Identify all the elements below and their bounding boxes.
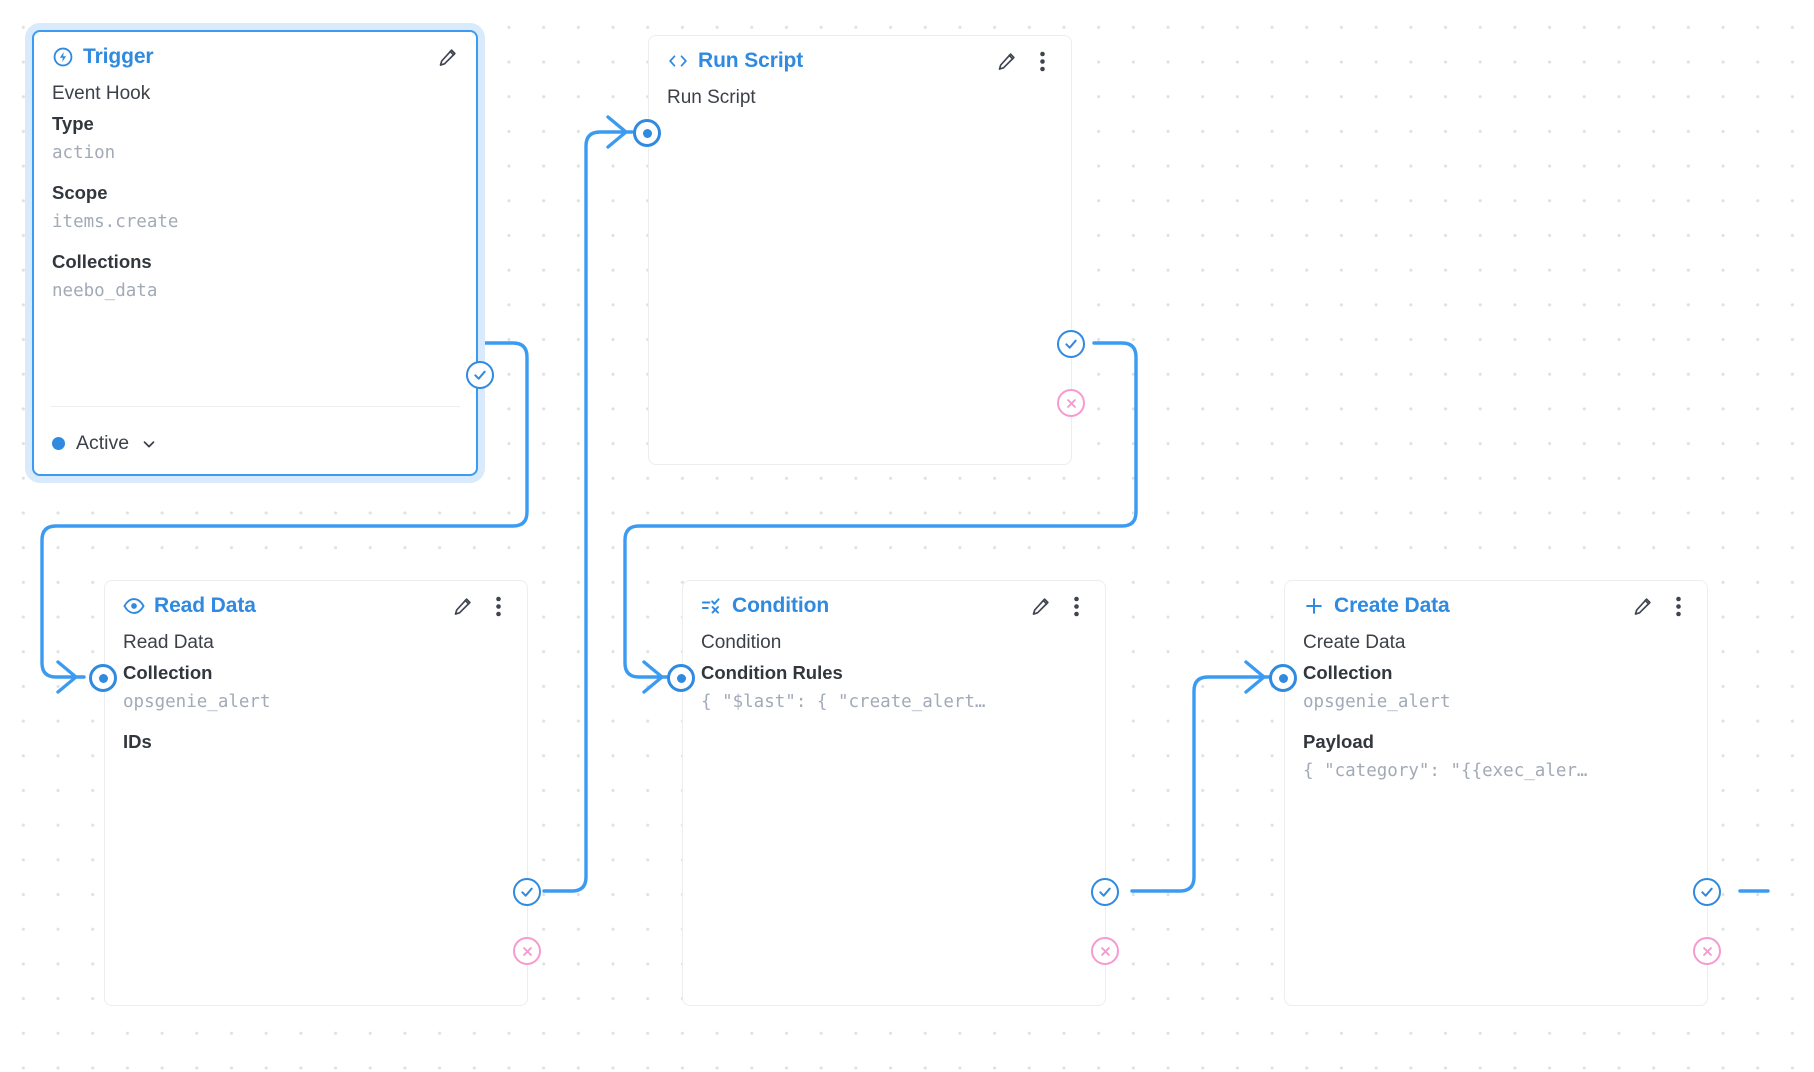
- trigger-title-group: Trigger: [52, 45, 154, 69]
- node-condition[interactable]: Condition Condition Condition Rules: [667, 580, 1119, 1006]
- more-vertical-icon[interactable]: [1031, 50, 1053, 72]
- run-script-success-port[interactable]: [1057, 330, 1085, 358]
- run-script-input-port[interactable]: [633, 119, 661, 147]
- node-trigger[interactable]: Trigger Event Hook Type action Scope ite…: [32, 30, 494, 476]
- condition-title-label: Condition: [732, 594, 830, 617]
- trigger-title-label: Trigger: [83, 45, 154, 68]
- trigger-field-type-value: action: [52, 143, 116, 163]
- more-vertical-icon[interactable]: [1065, 595, 1087, 617]
- trigger-success-port[interactable]: [466, 361, 494, 389]
- more-vertical-icon[interactable]: [487, 595, 509, 617]
- create-data-row-name: Create Data: [1303, 632, 1406, 653]
- trigger-field-collections-value: neebo_data: [52, 281, 158, 301]
- create-data-title-label: Create Data: [1334, 594, 1450, 617]
- condition-header: Condition: [683, 581, 1105, 618]
- pencil-icon[interactable]: [1631, 595, 1653, 617]
- trigger-field-collections-label: Collections: [52, 251, 152, 272]
- trigger-field-scope-label: Scope: [52, 182, 108, 203]
- read-data-field-collection-value: opsgenie_alert: [123, 692, 271, 712]
- edge-condition-to-create-data: [1130, 675, 1272, 893]
- bolt-circle-icon: [52, 46, 74, 68]
- read-data-body: Read Data Collection opsgenie_alert IDs: [105, 615, 527, 757]
- run-script-body: Run Script: [649, 70, 1071, 113]
- condition-header-actions: [1029, 595, 1087, 617]
- pencil-icon[interactable]: [995, 50, 1017, 72]
- run-script-header-actions: [995, 50, 1053, 72]
- arrowhead-read-data-input: [56, 660, 78, 694]
- create-data-field-payload-label: Payload: [1303, 731, 1374, 752]
- condition-input-port[interactable]: [667, 664, 695, 692]
- create-data-header: Create Data: [1285, 581, 1707, 618]
- run-script-error-port[interactable]: [1057, 389, 1085, 417]
- read-data-field-collection-label: Collection: [123, 662, 213, 683]
- read-data-row-name: Read Data: [123, 632, 214, 653]
- condition-icon: [701, 595, 723, 617]
- read-data-title-group: Read Data: [123, 594, 256, 618]
- read-data-header: Read Data: [105, 581, 527, 618]
- edge-read-data-to-run-script: [542, 130, 634, 893]
- create-data-error-port[interactable]: [1693, 937, 1721, 965]
- run-script-header: Run Script: [649, 36, 1071, 73]
- create-data-title-group: Create Data: [1303, 594, 1450, 618]
- condition-row-name: Condition: [701, 632, 782, 653]
- arrowhead-create-data-input: [1244, 660, 1266, 694]
- read-data-header-actions: [451, 595, 509, 617]
- status-badge: Active: [76, 432, 130, 454]
- pencil-icon[interactable]: [1029, 595, 1051, 617]
- trigger-body: Event Hook Type action Scope items.creat…: [34, 66, 476, 306]
- condition-field-rules-label: Condition Rules: [701, 662, 843, 683]
- trigger-status-row[interactable]: Active: [52, 432, 158, 455]
- node-read-data[interactable]: Read Data Read Data Collection o: [89, 580, 541, 1006]
- create-data-success-port[interactable]: [1693, 878, 1721, 906]
- condition-success-port[interactable]: [1091, 878, 1119, 906]
- pencil-icon[interactable]: [436, 46, 458, 68]
- create-data-field-collection-label: Collection: [1303, 662, 1393, 683]
- condition-field-rules-value: { "$last": { "create_alert…: [701, 692, 986, 712]
- condition-body: Condition Condition Rules { "$last": { "…: [683, 615, 1105, 717]
- status-dot-icon: [52, 437, 65, 450]
- run-script-title-label: Run Script: [698, 49, 804, 72]
- condition-title-group: Condition: [701, 594, 829, 618]
- pencil-icon[interactable]: [451, 595, 473, 617]
- read-data-field-ids-label: IDs: [123, 731, 152, 752]
- create-data-field-collection-value: opsgenie_alert: [1303, 692, 1451, 712]
- more-vertical-icon[interactable]: [1667, 595, 1689, 617]
- arrowhead-run-script-input: [606, 115, 628, 149]
- arrowhead-condition-input: [642, 660, 664, 694]
- read-data-title-label: Read Data: [154, 594, 256, 617]
- run-script-title-group: Run Script: [667, 49, 803, 73]
- trigger-field-scope-value: items.create: [52, 212, 179, 232]
- node-create-data[interactable]: Create Data Create Data Collection: [1269, 580, 1721, 1006]
- node-run-script[interactable]: Run Script Run Script: [633, 35, 1085, 465]
- read-data-input-port[interactable]: [89, 664, 117, 692]
- read-data-error-port[interactable]: [513, 937, 541, 965]
- trigger-header-actions: [436, 46, 458, 68]
- create-data-input-port[interactable]: [1269, 664, 1297, 692]
- plus-icon: [1303, 595, 1325, 617]
- create-data-field-payload-value: { "category": "{{exec_aler…: [1303, 761, 1588, 781]
- trigger-row-name: Event Hook: [52, 83, 151, 104]
- run-script-row-name: Run Script: [667, 87, 756, 108]
- trigger-divider: [50, 406, 460, 407]
- read-data-success-port[interactable]: [513, 878, 541, 906]
- chevron-down-icon[interactable]: [140, 435, 158, 453]
- code-brackets-icon: [667, 50, 689, 72]
- create-data-header-actions: [1631, 595, 1689, 617]
- trigger-field-type-label: Type: [52, 113, 94, 134]
- eye-icon: [123, 595, 145, 617]
- trigger-header: Trigger: [34, 32, 476, 69]
- condition-error-port[interactable]: [1091, 937, 1119, 965]
- create-data-body: Create Data Collection opsgenie_alert Pa…: [1285, 615, 1707, 786]
